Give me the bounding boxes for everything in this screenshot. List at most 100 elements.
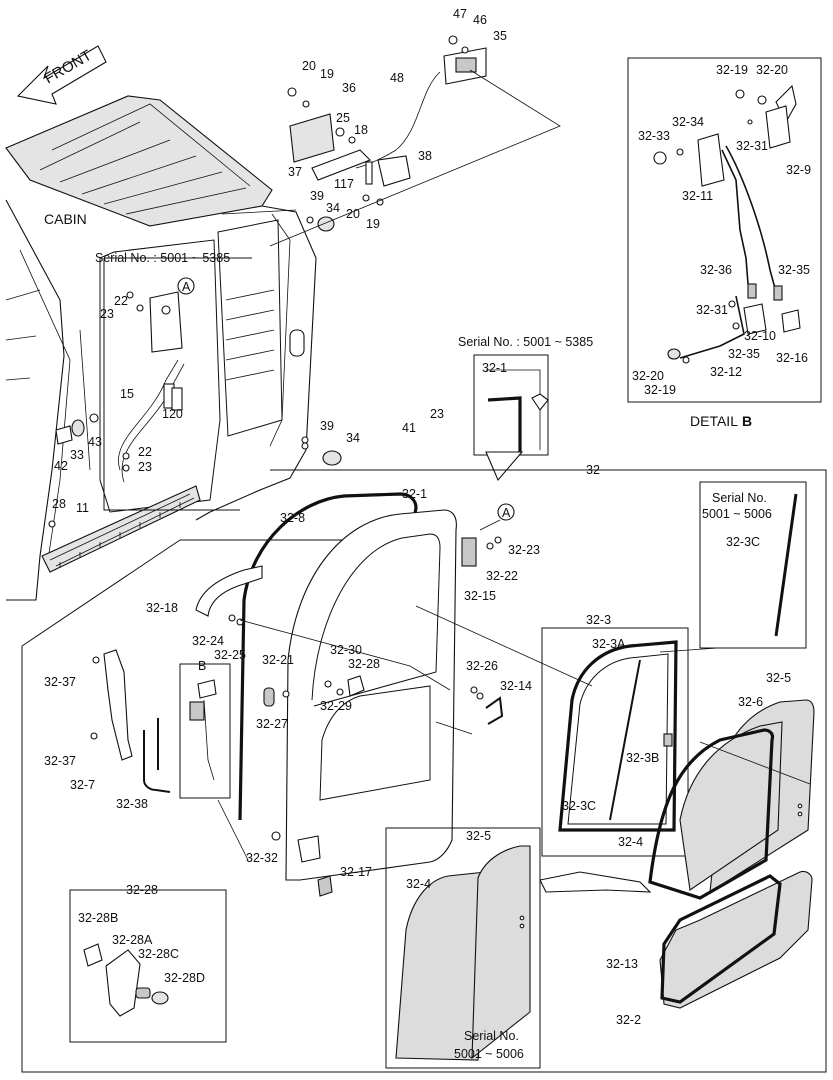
serial-c-line1: Serial No.	[712, 491, 767, 505]
label-32-3A: 32-3A	[592, 637, 626, 651]
label-d32-20a: 32-20	[756, 63, 788, 77]
label-d32-11: 32-11	[682, 189, 713, 203]
label-32-3Ca: 32-3C	[726, 535, 760, 549]
label-20b: 20	[346, 207, 360, 221]
label-32-29: 32-29	[320, 699, 352, 713]
label-32-13: 32-13	[606, 957, 638, 971]
label-d32-31b: 32-31	[696, 303, 728, 317]
label-25a: 25	[336, 111, 350, 125]
serial-label-hinge: Serial No. : 5001 ~ 5385	[458, 335, 593, 349]
label-32-14: 32-14	[500, 679, 532, 693]
serial-d-line1: Serial No.	[464, 1029, 519, 1043]
label-37: 37	[288, 165, 302, 179]
label-32-37a: 32-37	[44, 675, 76, 689]
label-11: 11	[76, 501, 89, 515]
label-32-38: 32-38	[116, 797, 148, 811]
callout-a-cabin: A	[182, 280, 191, 294]
label-23b: 23	[138, 460, 152, 474]
label-32-28D: 32-28D	[164, 971, 205, 985]
label-d32-35b: 32-35	[728, 347, 760, 361]
door-group: A A B	[21, 277, 827, 1073]
label-32-7: 32-7	[70, 778, 95, 792]
label-box-32-28: 32-28	[126, 883, 158, 897]
label-32-21: 32-21	[262, 653, 294, 667]
part-number-labels: 47 46 35 48 20 19 36 25 18 37 117 38 20 …	[44, 7, 811, 1061]
label-32-24: 32-24	[192, 634, 224, 648]
label-22b: 22	[138, 445, 152, 459]
label-d32-16: 32-16	[776, 351, 808, 365]
label-32-3Cb: 32-3C	[562, 799, 596, 813]
label-39b: 39	[320, 419, 334, 433]
label-d32-19b: 32-19	[644, 383, 676, 397]
detail-letter: B	[742, 413, 752, 429]
label-20a: 20	[302, 59, 316, 73]
label-32-28B: 32-28B	[78, 911, 118, 925]
label-47: 47	[453, 7, 467, 21]
serial-box-left: Serial No. : 5001 ~ 5385	[95, 251, 252, 511]
cabin-label: CABIN	[44, 211, 87, 227]
label-d32-36: 32-36	[700, 263, 732, 277]
label-d32-9: 32-9	[786, 163, 811, 177]
label-34b: 34	[346, 431, 360, 445]
label-32-28: 32-28	[348, 657, 380, 671]
label-d32-19a: 32-19	[716, 63, 748, 77]
label-42: 42	[54, 459, 68, 473]
label-32-28C: 32-28C	[138, 947, 179, 961]
label-32-28A: 32-28A	[112, 933, 153, 947]
label-35: 35	[493, 29, 507, 43]
label-32-5b: 32-5	[466, 829, 491, 843]
label-32-6: 32-6	[738, 695, 763, 709]
label-32-4a: 32-4	[618, 835, 643, 849]
label-23a: 23	[100, 307, 114, 321]
hinge-assembly-left	[48, 291, 342, 528]
label-48: 48	[390, 71, 404, 85]
label-32-15: 32-15	[464, 589, 496, 603]
label-d32-20b: 32-20	[632, 369, 664, 383]
label-46: 46	[473, 13, 487, 27]
striker-assembly	[269, 35, 561, 247]
front-arrow: FRONT	[16, 45, 107, 105]
label-32-17: 32-17	[340, 865, 372, 879]
label-32-1a: 32-1	[482, 361, 507, 375]
label-15: 15	[120, 387, 134, 401]
label-32-2: 32-2	[616, 1013, 641, 1027]
label-d32-31a: 32-31	[736, 139, 768, 153]
serial-d-line2: 5001 ~ 5006	[454, 1047, 524, 1061]
label-32-27: 32-27	[256, 717, 288, 731]
label-32-22: 32-22	[486, 569, 518, 583]
label-d32-34: 32-34	[672, 115, 704, 129]
label-32-5a: 32-5	[766, 671, 791, 685]
label-33: 33	[70, 448, 84, 462]
label-39a: 39	[310, 189, 324, 203]
label-32: 32	[586, 463, 600, 477]
label-32-32: 32-32	[246, 851, 278, 865]
label-32-1b: 32-1	[402, 487, 427, 501]
serial-label-left: Serial No. : 5001 ~ 5385	[95, 251, 230, 265]
label-38: 38	[418, 149, 432, 163]
serial-c-line2: 5001 ~ 5006	[702, 507, 772, 521]
label-d32-12: 32-12	[710, 365, 742, 379]
label-32-26: 32-26	[466, 659, 498, 673]
label-43: 43	[88, 435, 102, 449]
label-d32-10: 32-10	[744, 329, 776, 343]
label-19b: 19	[366, 217, 380, 231]
label-28: 28	[52, 497, 66, 511]
label-120: 120	[162, 407, 183, 421]
label-19a: 19	[320, 67, 334, 81]
label-d32-35a: 32-35	[778, 263, 810, 277]
label-32-4b: 32-4	[406, 877, 431, 891]
label-32-25: 32-25	[214, 648, 246, 662]
callout-a-hinge: A	[502, 506, 511, 520]
label-32-8: 32-8	[280, 511, 305, 525]
label-32-30: 32-30	[330, 643, 362, 657]
label-32-3B: 32-3B	[626, 751, 659, 765]
serial-box-hinge: Serial No. : 5001 ~ 5385	[458, 335, 593, 482]
detail-b	[627, 57, 822, 403]
label-22a: 22	[114, 294, 128, 308]
detail-title: DETAIL	[690, 413, 738, 429]
label-41: 41	[402, 421, 416, 435]
label-117: 117	[334, 177, 354, 191]
label-34a: 34	[326, 201, 340, 215]
label-32-23: 32-23	[508, 543, 540, 557]
